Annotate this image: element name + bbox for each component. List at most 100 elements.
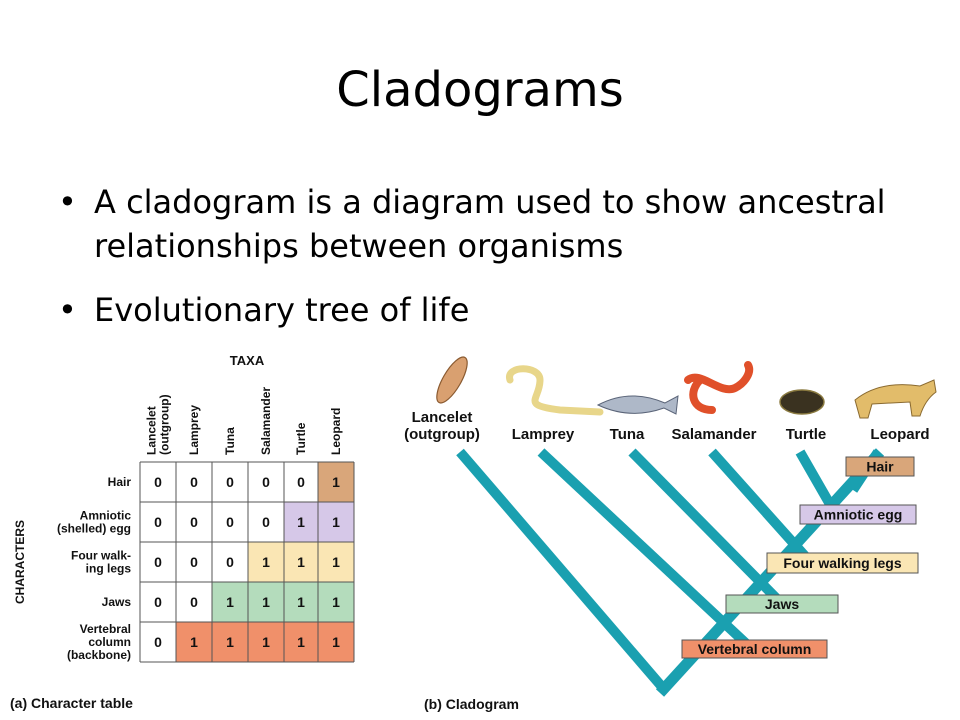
character-row-label: Four walk-	[71, 549, 131, 563]
table-cell-value: 0	[297, 474, 305, 490]
table-cell-value: 0	[154, 554, 162, 570]
turtle-icon	[779, 389, 825, 415]
table-cell-value: 0	[190, 554, 198, 570]
table-cell-value: 0	[154, 514, 162, 530]
trait-label: Hair	[866, 459, 894, 475]
cladogram-taxon-label: Lancelet	[412, 409, 473, 426]
table-cell	[248, 502, 284, 542]
trait-box	[766, 552, 919, 574]
character-row-label: ing legs	[86, 562, 132, 576]
table-cell-value: 0	[262, 474, 270, 490]
table-cell	[140, 582, 176, 622]
lancelet-icon	[436, 356, 468, 404]
table-cell	[248, 462, 284, 502]
cladogram-taxon-label: Tuna	[610, 426, 645, 443]
table-cell-value: 0	[190, 474, 198, 490]
table-cell-value: 0	[154, 634, 162, 650]
table-cell-value: 1	[190, 634, 198, 650]
cladogram-taxon-label: Lamprey	[512, 426, 575, 443]
bullet-list: • A cladogram is a diagram used to show a…	[58, 180, 918, 352]
cladogram-branch	[537, 448, 757, 654]
slide-title: Cladograms	[336, 62, 624, 118]
table-cell	[318, 622, 354, 662]
table-cell	[212, 582, 248, 622]
bullet-text: Evolutionary tree of life	[94, 291, 470, 329]
cladogram-branch	[456, 448, 667, 692]
table-cell	[212, 502, 248, 542]
trait-box	[799, 504, 917, 525]
trait-label: Amniotic egg	[814, 507, 903, 523]
table-cell	[248, 542, 284, 582]
trait-box	[681, 639, 828, 659]
table-cell	[176, 502, 212, 542]
table-cell	[248, 582, 284, 622]
bullet-item: • A cladogram is a diagram used to show a…	[58, 180, 918, 268]
taxa-column-label: Lancelet	[145, 406, 159, 455]
table-cell	[140, 622, 176, 662]
table-cell	[318, 542, 354, 582]
table-cell	[284, 582, 318, 622]
trait-label: Vertebral column	[698, 641, 812, 657]
characters-header: CHARACTERS	[13, 520, 27, 604]
table-cell	[284, 542, 318, 582]
taxa-column-label: Salamander	[259, 387, 273, 455]
cladogram-taxon-label: Leopard	[870, 426, 929, 443]
character-row-label: column	[88, 635, 131, 649]
table-cell-value: 1	[297, 554, 305, 570]
trait-label: Four walking legs	[783, 555, 901, 571]
table-cell	[212, 542, 248, 582]
table-cell	[318, 502, 354, 542]
table-cell	[212, 622, 248, 662]
table-cell	[176, 582, 212, 622]
table-cell-value: 0	[226, 474, 234, 490]
cladogram-taxon-label: (outgroup)	[404, 426, 480, 443]
table-cell-value: 0	[154, 474, 162, 490]
trait-label: Jaws	[765, 596, 799, 612]
cladogram-taxon-label: Turtle	[786, 426, 827, 443]
table-cell-value: 0	[190, 514, 198, 530]
table-cell-value: 1	[226, 634, 234, 650]
table-cell-value: 0	[262, 514, 270, 530]
table-cell-value: 1	[332, 514, 340, 530]
table-cell-value: 1	[262, 554, 270, 570]
taxa-column-label: Leopard	[329, 408, 343, 455]
character-row-label: Amniotic	[80, 509, 132, 523]
bullet-dot-icon: •	[58, 291, 77, 329]
lamprey-icon	[506, 365, 604, 416]
table-cell	[284, 502, 318, 542]
bullet-dot-icon: •	[58, 183, 77, 221]
table-cell	[318, 462, 354, 502]
table-cell-value: 1	[262, 634, 270, 650]
taxa-header: TAXA	[230, 353, 265, 368]
taxa-column-label: Turtle	[294, 422, 308, 455]
table-cell	[284, 622, 318, 662]
table-cell-value: 1	[297, 634, 305, 650]
character-row-label: (shelled) egg	[57, 522, 131, 536]
table-cell	[212, 462, 248, 502]
bullet-text: A cladogram is a diagram used to show an…	[94, 183, 886, 265]
table-cell	[176, 462, 212, 502]
trait-box	[845, 456, 915, 477]
table-cell	[176, 542, 212, 582]
trait-box	[725, 594, 839, 614]
table-cell-value: 1	[332, 634, 340, 650]
taxa-column-label: Tuna	[223, 427, 237, 455]
table-cell-value: 0	[154, 594, 162, 610]
table-cell	[248, 622, 284, 662]
character-row-label: Vertebral	[80, 622, 131, 636]
table-cell-value: 1	[332, 594, 340, 610]
table-cell	[140, 502, 176, 542]
salamander-icon	[684, 361, 754, 414]
cladogram-caption: (b) Cladogram	[424, 696, 519, 712]
taxa-column-label: (outgroup)	[158, 394, 172, 455]
table-cell-value: 1	[332, 474, 340, 490]
table-cell	[176, 622, 212, 662]
table-cell-value: 1	[226, 594, 234, 610]
table-cell-value: 1	[297, 514, 305, 530]
table-cell-value: 0	[226, 554, 234, 570]
character-row-label: Hair	[108, 475, 132, 489]
leopard-icon	[854, 379, 937, 419]
